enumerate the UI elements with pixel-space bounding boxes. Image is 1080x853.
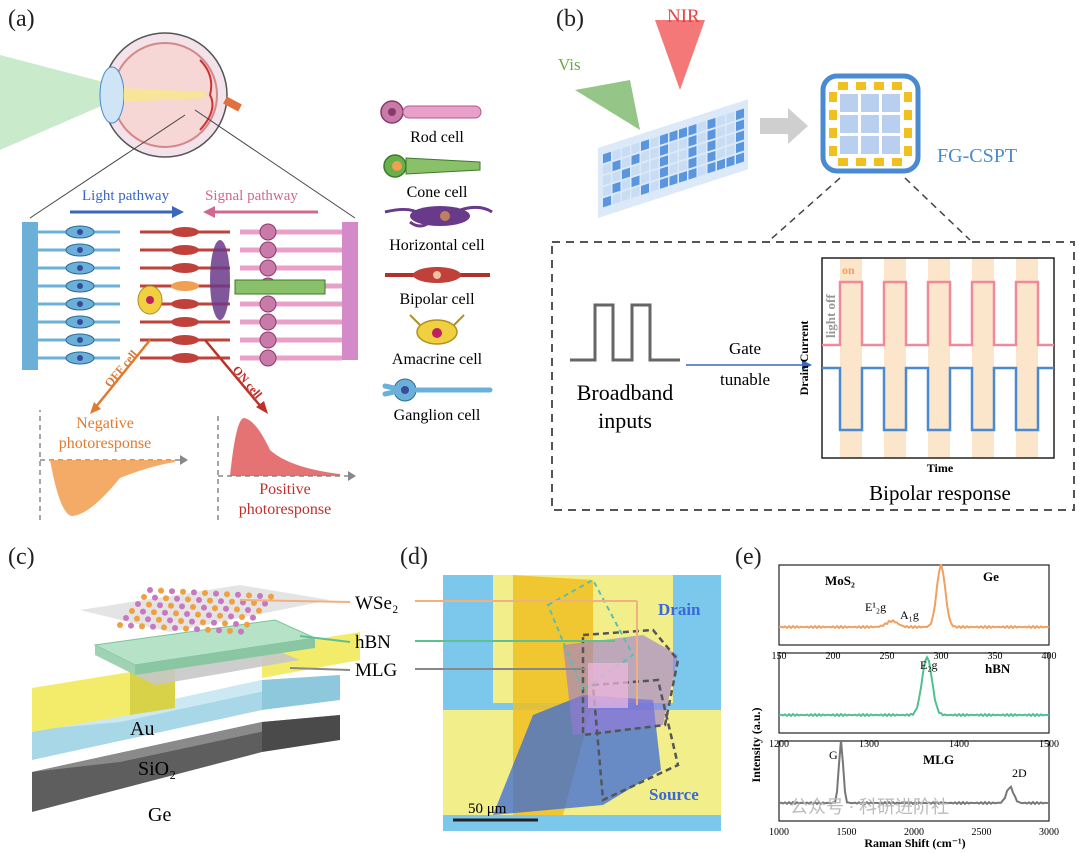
- 2d-label: 2D: [1012, 766, 1027, 780]
- device-text: FG-CSPT: [937, 145, 1017, 167]
- bipolar-cell-icon: [385, 267, 490, 283]
- mlg-label: MLG: [923, 752, 954, 767]
- light-off-text: light off: [823, 294, 838, 338]
- sio2-text: SiO₂: [138, 758, 176, 780]
- raman-tick-label: 1500: [837, 827, 857, 838]
- light-pathway-text: Light pathway: [82, 188, 170, 204]
- mos2-label: MoS₂: [825, 573, 855, 588]
- broadband-line2: inputs: [598, 408, 652, 433]
- panel-d-leaders: [415, 600, 638, 705]
- broadband-line1: Broadband: [577, 380, 674, 405]
- legend-amacrine: Amacrine cell: [392, 351, 483, 368]
- negative-line1: Negative: [76, 415, 134, 432]
- source-text: Source: [649, 785, 699, 804]
- drain-text: Drain: [658, 600, 701, 619]
- on-cell-text: ON cell: [230, 363, 266, 402]
- raman-ylabel: Intensity (a.u.): [749, 707, 763, 782]
- raman-tick-label: 1500: [1039, 739, 1059, 750]
- panel-b-label: (b): [556, 6, 584, 32]
- raman-plot-1: [778, 564, 1050, 646]
- raman-tick-label: 400: [1042, 651, 1057, 662]
- legend-horizontal: Horizontal cell: [389, 237, 485, 254]
- scale-text: 50 μm: [468, 801, 507, 817]
- raman-tick-label: 350: [988, 651, 1003, 662]
- legend-rod: Rod cell: [410, 129, 464, 146]
- nir-text: NIR: [667, 6, 700, 27]
- legend-bipolar: Bipolar cell: [399, 291, 475, 308]
- tunable-text: tunable: [720, 370, 770, 389]
- raman-mos2-ge-line: [778, 563, 1050, 630]
- raman-tick-label: 300: [934, 651, 949, 662]
- wse2-text: WSe₂: [355, 593, 399, 614]
- hbn-label: hBN: [985, 661, 1011, 676]
- raman-tick-label: 2500: [972, 827, 992, 838]
- hbn-text: hBN: [355, 632, 391, 653]
- raman-tick-label: 250: [880, 651, 895, 662]
- panel-d-figure: Drain Source 50 μm: [443, 575, 721, 831]
- mlg-text: MLG: [355, 660, 398, 681]
- panel-e-label: (e): [735, 544, 762, 570]
- ge-peak-label: Ge: [983, 569, 999, 584]
- time-label: Time: [927, 461, 954, 475]
- raman-tick-label: 3000: [1039, 827, 1059, 838]
- negative-line2: photoresponse: [59, 435, 151, 452]
- watermark-text: 公众号 · 科研进阶社: [790, 797, 949, 817]
- raman-xlabel: Raman Shift (cm⁻¹): [864, 836, 965, 850]
- panel-a-label: (a): [8, 6, 35, 32]
- g-label: G: [829, 748, 838, 762]
- raman-plot-2: [778, 652, 1050, 734]
- e2g1-label: E¹₂g: [865, 600, 886, 614]
- e2g-label: E₂g: [920, 658, 938, 672]
- raman-tick-label: 1200: [769, 739, 789, 750]
- raman-tick-label: 150: [772, 651, 787, 662]
- raman-hbn-line: [778, 654, 1050, 718]
- signal-pathway-text: Signal pathway: [205, 188, 298, 204]
- on-text: on: [842, 263, 855, 277]
- panel-e-figure: 150 200 250 300 350 400 1200 1300 1400 1500 1000 15…: [749, 563, 1059, 850]
- raman-tick-label: 2000: [904, 827, 924, 838]
- a1g-label: A₁g: [900, 608, 919, 622]
- panel-c-label: (c): [8, 544, 35, 570]
- bipolar-caption: Bipolar response: [869, 481, 1011, 505]
- raman-mlg-line: [778, 740, 1050, 806]
- legend-cone: Cone cell: [407, 184, 468, 201]
- horizontal-cell-icon: [384, 205, 493, 228]
- vis-text: Vis: [558, 55, 581, 74]
- panel-d-label: (d): [400, 544, 428, 570]
- amacrine-cell-icon: [409, 314, 465, 345]
- legend-ganglion: Ganglion cell: [394, 407, 481, 424]
- panel-a-figure: Light pathway Signal pathway OFF cell ON…: [0, 32, 493, 520]
- gate-text: Gate: [729, 339, 761, 358]
- drain-current-label: Drain Current: [797, 321, 811, 396]
- ge-text: Ge: [148, 804, 171, 826]
- raman-plot-3: [778, 740, 1050, 822]
- raman-tick-label: 200: [826, 651, 841, 662]
- ganglion-cell-icon: [382, 378, 493, 402]
- raman-tick-label: 1300: [859, 739, 879, 750]
- panel-b-figure: NIR Vis FG-CSPT Broadband inputs Gate tu…: [551, 6, 1075, 511]
- off-cell-text: OFF cell: [102, 347, 141, 390]
- positive-line1: Positive: [259, 481, 311, 498]
- raman-tick-label: 1400: [949, 739, 969, 750]
- rod-cell-icon: [380, 100, 482, 124]
- raman-tick-label: 1000: [769, 827, 789, 838]
- panel-c-figure: WSe₂ hBN MLG Au SiO₂ Ge: [32, 585, 399, 826]
- cone-cell-icon: [383, 154, 481, 178]
- positive-line2: photoresponse: [239, 501, 331, 518]
- au-text: Au: [130, 718, 154, 740]
